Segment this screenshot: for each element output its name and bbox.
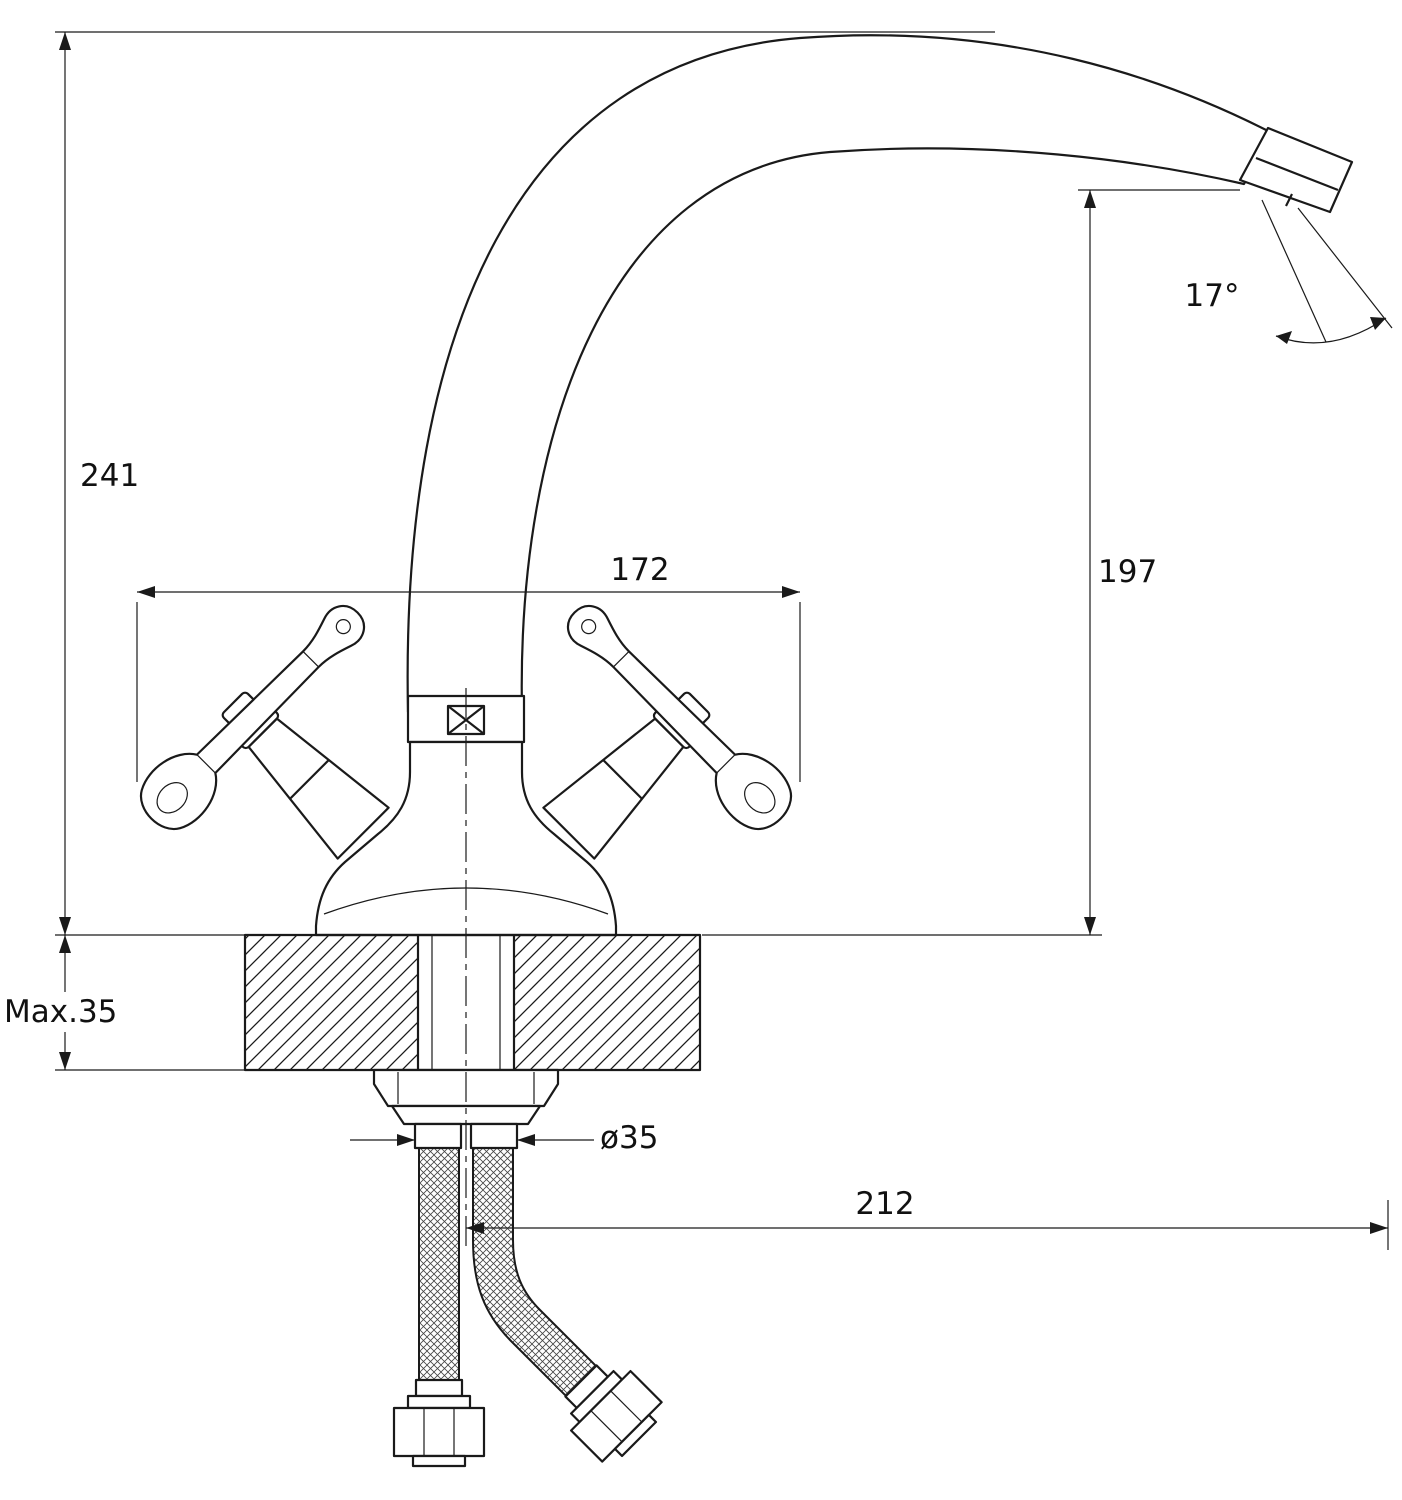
arrowhead	[59, 917, 71, 935]
dim-label-d35: ø35	[600, 1120, 658, 1156]
arrowhead	[782, 586, 800, 598]
hose-right-fitting	[564, 1364, 663, 1463]
dim-handle-span: 172	[136, 552, 801, 782]
arrowhead	[1084, 190, 1096, 208]
dim-outlet-height: 197	[702, 189, 1240, 936]
angle-leg	[1261, 199, 1327, 343]
arrowhead	[59, 32, 71, 50]
hose-left-fitting	[392, 1378, 486, 1468]
lever-tip-facet	[581, 619, 597, 635]
arrowhead	[59, 1052, 71, 1070]
label-mask	[0, 992, 128, 1032]
supply-hoses	[392, 1147, 663, 1468]
dim-overall-height: 241	[55, 31, 995, 936]
hex-flat-line	[590, 1410, 623, 1443]
fitting-hex-nut	[392, 1406, 486, 1458]
dim-spout-reach: 212	[466, 1186, 1389, 1250]
dim-label-17deg: 17°	[1185, 278, 1240, 314]
arrowhead	[137, 586, 155, 598]
hose-right-braid	[472, 1147, 598, 1398]
hose-crimp-right-top	[469, 1122, 519, 1150]
spout	[406, 34, 1354, 714]
countertop-hatch-left	[245, 935, 418, 1070]
lever-facet-line	[716, 754, 736, 774]
stem-step	[602, 759, 643, 800]
arrowhead	[59, 935, 71, 953]
lever-facet-line	[612, 650, 630, 668]
x-mark	[447, 705, 485, 735]
dim-label-212: 212	[855, 1186, 914, 1222]
arrowhead	[517, 1134, 535, 1146]
spout-pipe	[406, 34, 1274, 714]
lever-facet-line	[196, 754, 216, 774]
spout-aerator	[1238, 126, 1354, 214]
washer	[390, 1104, 542, 1126]
dim-hole-diameter: ø35	[350, 1120, 658, 1156]
dim-outlet-angle: 17°	[1185, 199, 1393, 344]
stem-step	[289, 759, 330, 800]
arrowhead	[1084, 917, 1096, 935]
fitting-tip	[411, 1454, 467, 1468]
arrowhead	[397, 1134, 415, 1146]
hose-left-braid	[418, 1147, 460, 1381]
arrowhead	[1370, 1222, 1388, 1234]
dim-max-thickness: Max.35	[0, 935, 245, 1071]
dim-label-max35: Max.35	[4, 994, 117, 1030]
handle-right	[542, 604, 793, 860]
countertop-section	[243, 933, 702, 1072]
countertop-hatch-right	[514, 935, 700, 1070]
hose-crimp-left-top	[413, 1122, 463, 1150]
handle-lever	[566, 604, 793, 831]
dim-label-197: 197	[1098, 554, 1157, 590]
arrowhead	[1276, 331, 1292, 344]
crimp-sleeve	[414, 1378, 464, 1398]
angle-leg	[1297, 207, 1393, 329]
handle-left	[139, 604, 390, 860]
fitting-tip	[613, 1413, 658, 1458]
dim-label-172: 172	[610, 552, 669, 588]
handle-lever	[139, 604, 366, 831]
aerator-notch	[1285, 193, 1293, 207]
dim-label-241: 241	[80, 458, 139, 494]
lever-lobe-facet	[156, 782, 188, 814]
lever-tip-facet	[335, 619, 351, 635]
arrowhead	[1370, 317, 1386, 330]
lever-facet-line	[302, 650, 320, 668]
hex-flat-line	[610, 1390, 643, 1423]
fitting-collar	[406, 1394, 472, 1410]
arrowhead	[466, 1222, 484, 1234]
angle-arc	[1275, 317, 1387, 344]
aerator-step-line	[1255, 156, 1339, 192]
lever-lobe-facet	[744, 782, 776, 814]
